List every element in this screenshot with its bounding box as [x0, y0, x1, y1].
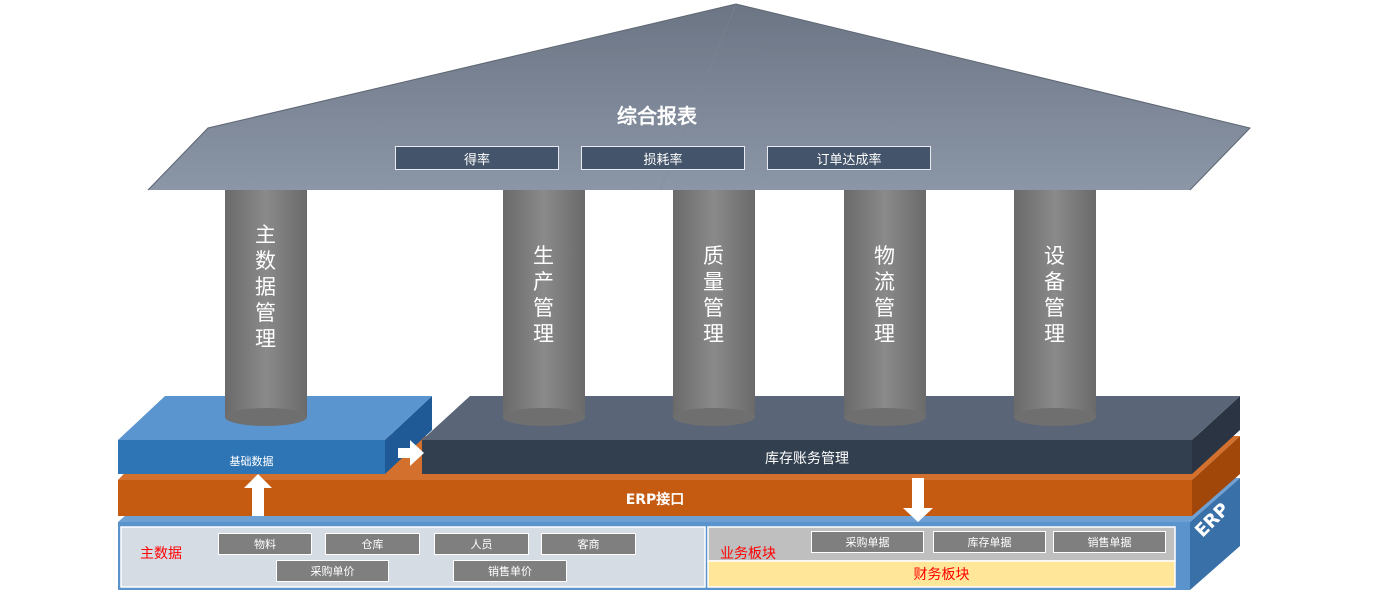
master-item-warehouse: 仓库 — [325, 533, 420, 555]
inventory-front — [422, 440, 1192, 474]
erp-interface-front — [118, 480, 1192, 516]
pillar-label-equipment: 设备管理 — [1044, 244, 1066, 346]
master-item-purchase-price: 采购单价 — [276, 560, 389, 582]
pillar-equipment — [1014, 185, 1096, 426]
master-item-customer: 客商 — [541, 533, 636, 555]
base-data-label: 基础数据 — [229, 455, 274, 468]
business-item-inventory-doc: 库存单据 — [933, 531, 1046, 553]
pillar-production — [503, 185, 585, 426]
master-item-material: 物料 — [218, 533, 312, 555]
pillar-quality — [673, 185, 755, 426]
erp-panel-side — [1190, 478, 1240, 590]
finance-area — [707, 560, 1176, 588]
pillar-label-production: 生产管理 — [533, 244, 555, 346]
erp-interface-label: ERP接口 — [625, 492, 685, 508]
erp-interface-side — [1192, 436, 1240, 516]
roof-shape — [148, 4, 1250, 190]
master-data-label: 主数据 — [140, 546, 182, 562]
pillars — [225, 185, 1096, 426]
base-data-side — [385, 396, 432, 474]
business-item-sales-doc: 销售单据 — [1053, 531, 1166, 553]
pillar-master-data — [225, 185, 307, 426]
flow-arrows — [244, 440, 933, 522]
base-data-front — [118, 440, 385, 474]
inventory-block — [422, 396, 1240, 474]
business-label: 业务板块 — [720, 546, 776, 562]
kpi-order-fulfillment: 订单达成率 — [767, 146, 931, 170]
pillar-logistics — [844, 185, 926, 426]
inventory-label: 库存账务管理 — [765, 451, 849, 467]
pillar-label-quality: 质量管理 — [703, 244, 725, 346]
kpi-loss-rate: 损耗率 — [581, 146, 745, 170]
pillar-label-logistics: 物流管理 — [874, 244, 896, 346]
finance-label: 财务板块 — [913, 567, 970, 583]
arrow-down-icon — [903, 478, 933, 522]
pillar-label-master-data: 主数据管理 — [255, 223, 277, 351]
master-item-sales-price: 销售单价 — [453, 560, 567, 582]
kpi-yield: 得率 — [395, 146, 559, 170]
roof-title: 综合报表 — [617, 103, 697, 128]
master-item-personnel: 人员 — [434, 533, 529, 555]
arrow-right-icon — [398, 440, 424, 466]
arrow-up-icon — [244, 474, 272, 516]
business-item-purchase-doc: 采购单据 — [811, 531, 924, 553]
inventory-side — [1192, 396, 1240, 474]
